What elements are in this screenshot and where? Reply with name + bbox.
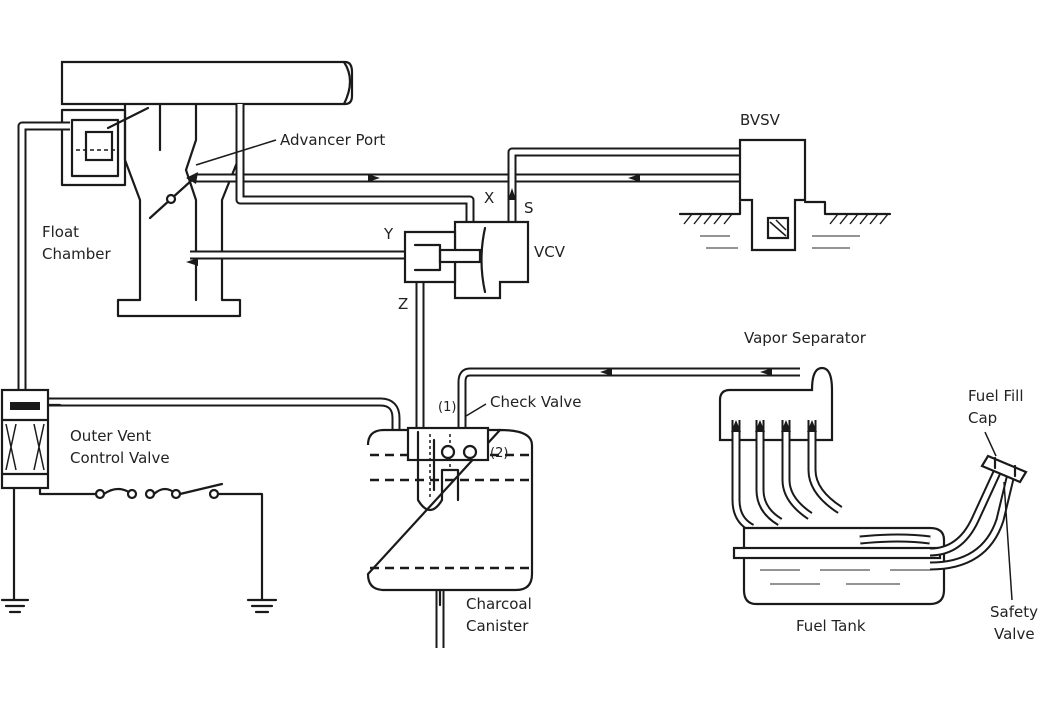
safety-valve-label-line2: Valve	[994, 625, 1035, 643]
float-chamber	[60, 108, 127, 187]
carburetor	[60, 60, 354, 318]
safety-valve-label-line1: Safety	[990, 603, 1038, 621]
bvsv-label: BVSV	[740, 111, 780, 129]
charcoal-canister-label-line1: Charcoal	[466, 595, 532, 613]
vapor-separator	[718, 366, 843, 533]
outer-vent-label-line1: Outer Vent	[70, 427, 152, 445]
electrical-circuit	[0, 482, 278, 614]
y-port-label: Y	[384, 225, 394, 243]
vcv-valve	[403, 220, 530, 300]
charcoal-canister-label-line2: Canister	[466, 617, 529, 635]
fuel-fill-cap-label-line1: Fuel Fill	[968, 387, 1024, 405]
s-port-label: S	[524, 199, 534, 217]
fuel-fill-cap-label-line2: Cap	[968, 409, 998, 427]
charcoal-canister	[366, 426, 534, 592]
outer-vent-control-valve	[0, 388, 62, 490]
leader-lines	[195, 139, 1013, 601]
float-chamber-label-line1: Float	[42, 223, 80, 241]
bvsv-valve	[678, 138, 892, 252]
port-1-label: (1)	[438, 400, 457, 415]
check-valve-label: Check Valve	[490, 393, 582, 411]
port-2-label: (2)	[490, 446, 509, 461]
float-chamber-label-line2: Chamber	[42, 245, 111, 263]
outer-vent-label-line2: Control Valve	[70, 449, 170, 467]
z-port-label: Z	[398, 295, 409, 313]
advancer-port-label: Advancer Port	[280, 131, 386, 149]
x-port-label: X	[484, 189, 495, 207]
fuel-tank	[732, 454, 1028, 606]
vapor-separator-label: Vapor Separator	[744, 329, 866, 347]
vcv-label: VCV	[534, 243, 565, 261]
fuel-tank-label: Fuel Tank	[796, 617, 866, 635]
